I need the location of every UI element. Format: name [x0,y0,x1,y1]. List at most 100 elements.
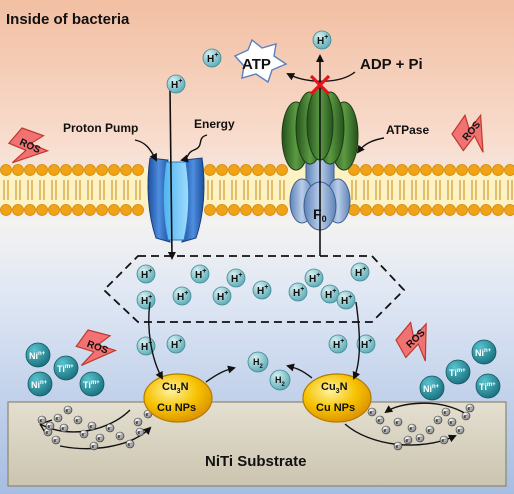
proton-h-plus: H+ [166,334,186,354]
lipid-molecule [84,164,96,190]
lipid-molecule [432,164,444,190]
svg-text:e-: e- [418,434,423,442]
lipid-molecule [36,190,48,216]
svg-text:e-: e- [66,406,71,414]
svg-text:e-: e- [396,442,401,450]
svg-text:H+: H+ [195,268,206,281]
svg-text:e-: e- [406,436,411,444]
svg-text:e-: e- [396,418,401,426]
svg-text:H+: H+ [171,338,182,351]
ni-ion: Nin+ [471,339,497,365]
proton-h-plus: H+ [328,334,348,354]
ros-bolt-lower-left: ROS [75,329,118,366]
ros-bolt-upper-right: ROS [451,113,484,153]
ti-ion: Tim+ [445,359,471,385]
lipid-molecule [384,164,396,190]
lipid-molecule [276,190,288,216]
ti-ion: Tim+ [475,373,501,399]
lipid-molecule [132,164,144,190]
lipid-molecule [120,164,132,190]
svg-text:Tim+: Tim+ [449,368,466,378]
electron: e- [455,425,465,435]
svg-text:H+: H+ [141,268,152,281]
electron: e- [407,423,417,433]
svg-text:e-: e- [136,418,141,426]
lipid-molecule [372,164,384,190]
lipid-molecule [240,164,252,190]
svg-text:e-: e- [138,428,143,436]
lipid-molecule [444,190,456,216]
electron: e- [375,415,385,425]
svg-text:e-: e- [384,426,389,434]
lipid-molecule [420,164,432,190]
lipid-molecule [420,190,432,216]
svg-text:e-: e- [46,428,51,436]
svg-text:e-: e- [54,436,59,444]
cunps-label: Cu NPs [316,402,355,414]
lipid-molecule [372,190,384,216]
lightning-bolt-icon [395,321,427,362]
lipid-molecule [216,164,228,190]
svg-text:Tim+: Tim+ [83,380,100,390]
lipid-molecule [468,164,480,190]
electron: e- [415,433,425,443]
electron: e- [37,415,47,425]
svg-text:H+: H+ [333,338,344,351]
h2-flow-right [286,363,313,379]
cunps-label: Cu NPs [157,402,196,414]
svg-text:H+: H+ [257,284,268,297]
proton-h-plus: H+ [212,286,232,306]
lipid-molecule [252,190,264,216]
svg-text:H+: H+ [317,34,328,47]
hydrogen-h2: H2 [269,369,291,391]
proton-h-plus: H+ [252,280,272,300]
cu-np-left: Cu3N Cu NPs [143,373,213,423]
ti-ion: Tim+ [53,355,79,381]
lipid-molecule [432,190,444,216]
proton-h-plus: H+ [136,264,156,284]
metal-ions: Nin+Tim+Nin+Tim+Nin+Tim+Nin+Tim+ [25,339,501,401]
svg-text:Nin+: Nin+ [29,351,46,361]
electron: e- [105,423,115,433]
title-label: Inside of bacteria [6,11,130,28]
proton-h-plus: H+ [350,262,370,282]
electron: e- [89,441,99,451]
proton-pump-label: Proton Pump [63,121,138,135]
lipid-molecule [108,190,120,216]
proton-h-plus: H+ [202,48,222,68]
svg-text:e-: e- [92,442,97,450]
lipid-molecule [12,164,24,190]
ros-bolt-lower-right: ROS [395,321,428,362]
pump-arrow [167,89,176,260]
electron: e- [441,407,451,417]
lipid-molecule [240,190,252,216]
lipid-molecule [228,190,240,216]
lipid-molecule [120,190,132,216]
lipid-molecule [456,164,468,190]
lipid-molecule [492,164,504,190]
lipid-molecule [396,190,408,216]
electrons: e-e-e-e-e-e-e-e-e-e-e-e-e-e-e-e-e-e-e-e-… [37,403,475,451]
lipid-molecule [24,164,36,190]
lipid-molecule [60,164,72,190]
electron: e- [51,435,61,445]
electron: e- [87,421,97,431]
lipid-molecule [0,164,12,190]
lightning-bolt-icon [75,329,118,366]
svg-text:H+: H+ [361,338,372,351]
proton-flow-right [352,301,361,380]
lipid-molecule [492,190,504,216]
electron: e- [403,435,413,445]
lipid-molecule [48,164,60,190]
svg-text:H2: H2 [253,357,264,370]
proton-flow-left [148,301,163,380]
svg-text:H+: H+ [171,78,182,91]
lipid-bilayer [0,164,514,216]
ni-ion: Nin+ [27,371,53,397]
electron: e- [133,417,143,427]
electron: e- [447,417,457,427]
svg-text:e-: e- [40,416,45,424]
svg-text:H2: H2 [275,375,286,388]
lipid-molecule [48,190,60,216]
cu-np-right: Cu3N Cu NPs [302,373,372,423]
